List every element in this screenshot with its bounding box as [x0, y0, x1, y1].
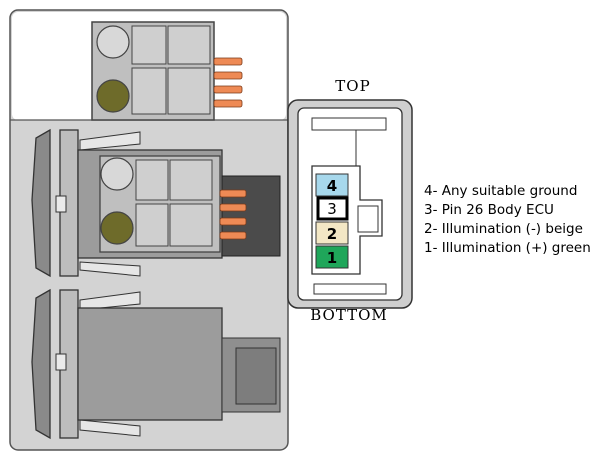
- connector-face: [287, 99, 413, 309]
- legend-item-2: 2- Illumination (-) beige: [424, 221, 583, 237]
- pin-legend: 4- Any suitable ground 3- Pin 26 Body EC…: [424, 183, 591, 256]
- pin-number-4: 4: [327, 177, 337, 195]
- legend-item-3: 3- Pin 26 Body ECU: [424, 202, 554, 218]
- pin-cell-2: 2: [315, 221, 349, 245]
- pin-number-1: 1: [327, 249, 337, 267]
- switch-upper: [31, 128, 281, 278]
- pin-number-2: 2: [327, 225, 337, 243]
- legend-item-4: 4- Any suitable ground: [424, 183, 577, 199]
- switch-top-view: [91, 21, 243, 121]
- pin-number-3: 3: [327, 200, 337, 218]
- legend-item-1: 1- Illumination (+) green: [424, 240, 591, 256]
- pin-cell-3: 3: [316, 196, 349, 221]
- pin-cell-1: 1: [315, 245, 349, 269]
- top-label: TOP: [335, 77, 370, 95]
- switch-lower: [31, 288, 281, 440]
- bottom-label: BOTTOM: [310, 306, 388, 324]
- pin-cell-4: 4: [315, 173, 349, 197]
